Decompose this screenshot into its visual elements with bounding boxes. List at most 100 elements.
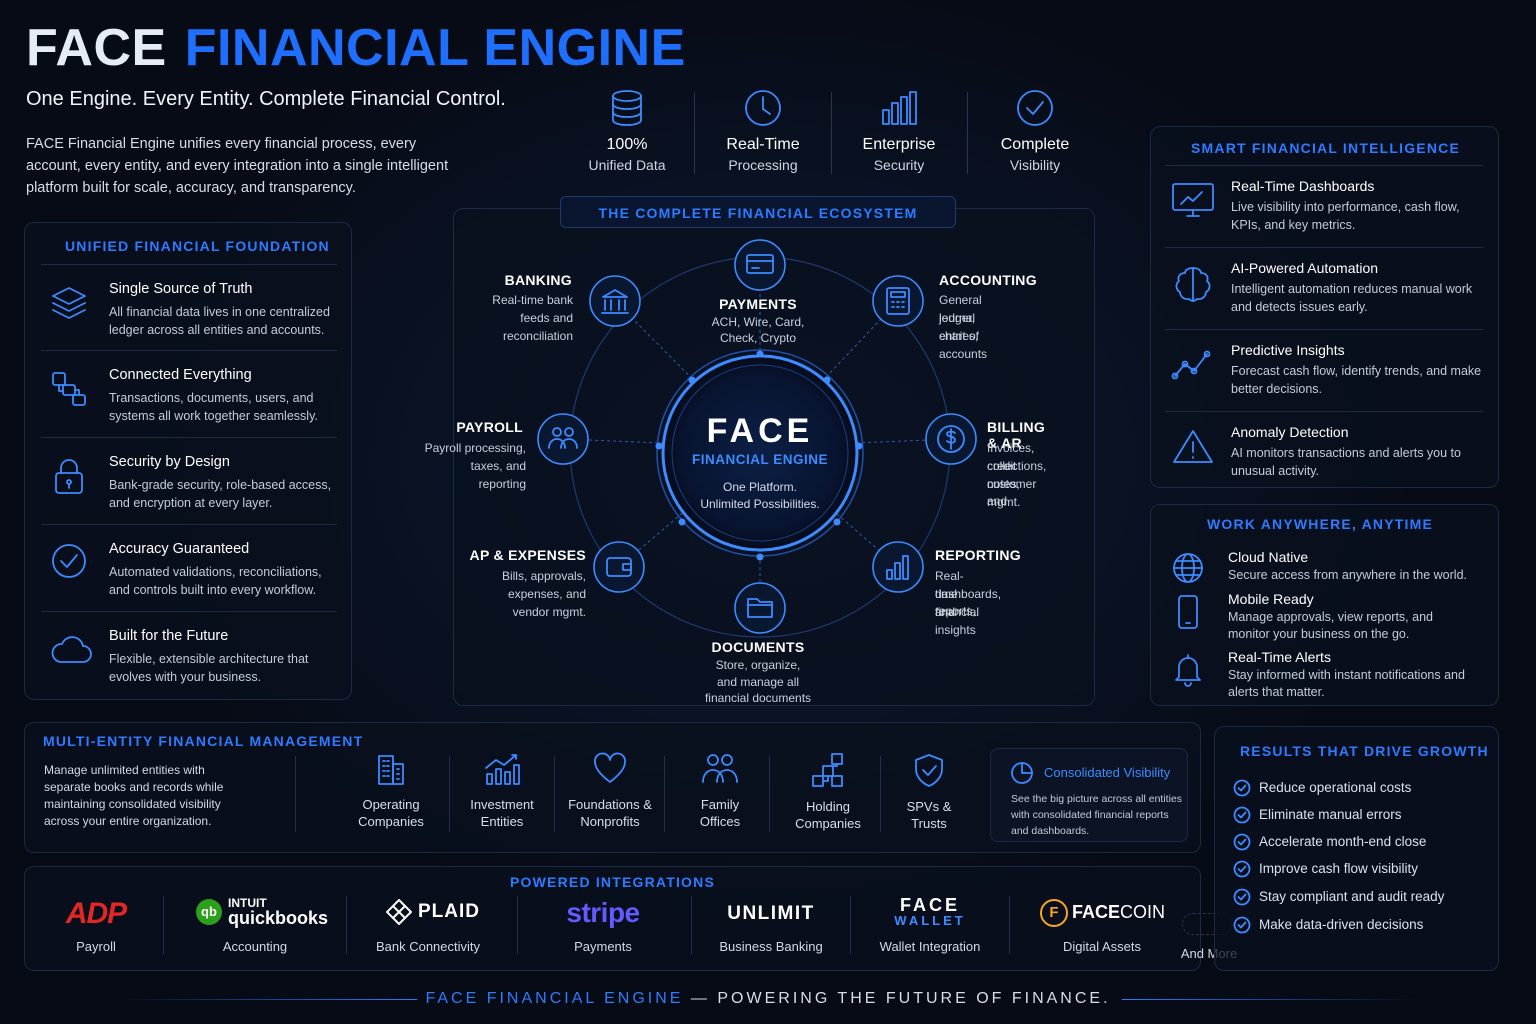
stat-label: Security bbox=[873, 157, 925, 173]
work-anywhere-panel: WORK ANYWHERE, ANYTIME Cloud Native Secu… bbox=[1150, 504, 1499, 706]
integration-label: Business Banking bbox=[719, 939, 823, 954]
foundation-item-title: Security by Design bbox=[109, 454, 230, 470]
node-desc-2: feeds and bbox=[520, 311, 573, 325]
node-desc-3: chart of accounts bbox=[939, 329, 988, 361]
node-desc-2: expenses, and bbox=[507, 587, 586, 601]
foundation-item: Connected Everything Transactions, docum… bbox=[41, 350, 337, 437]
consolidated-title: Consolidated Visibility bbox=[1044, 765, 1171, 780]
trend-icon bbox=[1171, 350, 1211, 380]
divider bbox=[850, 896, 851, 954]
smart-item-title: Anomaly Detection bbox=[1231, 424, 1349, 440]
result-text: Stay compliant and audit ready bbox=[1259, 889, 1445, 904]
foundation-item-desc: Transactions, documents, users, and syst… bbox=[109, 391, 318, 423]
multi-title: MULTI-ENTITY FINANCIAL MANAGEMENT bbox=[43, 733, 364, 749]
integration-label: Accounting bbox=[222, 939, 288, 954]
results-panel: RESULTS THAT DRIVE GROWTH Reduce operati… bbox=[1214, 726, 1499, 971]
bar-chart-icon bbox=[882, 91, 917, 125]
node-label: ACCOUNTING bbox=[939, 272, 1037, 288]
title-part2: FINANCIAL ENGINE bbox=[184, 19, 686, 77]
unlimit-logo: UNLIMIT bbox=[727, 903, 815, 924]
core-logo: FACE bbox=[706, 412, 814, 450]
bell-icon bbox=[1175, 654, 1201, 687]
multi-desc: Manage unlimited entities with separate … bbox=[44, 763, 224, 828]
check-circle-icon bbox=[1017, 90, 1053, 126]
smart-item: Anomaly Detection AI monitors transactio… bbox=[1165, 411, 1483, 494]
integration-face-wallet[interactable]: FACE WALLET Wallet Integration bbox=[870, 896, 990, 954]
phone-icon bbox=[1178, 595, 1198, 629]
tagline: One Engine. Every Entity. Complete Finan… bbox=[26, 88, 506, 110]
entity-holding-companies: Holding Companies bbox=[773, 752, 883, 832]
node-desc-3: reporting bbox=[478, 477, 526, 491]
foundation-item: Single Source of Truth All financial dat… bbox=[41, 264, 337, 351]
node-desc-2: and manage all bbox=[716, 675, 800, 689]
divider bbox=[554, 756, 555, 832]
entity-label-1: SPVs & bbox=[906, 799, 952, 814]
node-desc-2: Check, Crypto bbox=[719, 331, 797, 345]
ecosystem-title-text: THE COMPLETE FINANCIAL ECOSYSTEM bbox=[598, 205, 918, 221]
divider bbox=[694, 92, 695, 174]
entity-label-1: Investment bbox=[470, 797, 534, 812]
divider bbox=[880, 756, 881, 832]
foundation-item-title: Connected Everything bbox=[109, 367, 252, 383]
heart-icon bbox=[594, 752, 626, 783]
smart-item-desc: AI monitors transactions and alerts you … bbox=[1231, 446, 1461, 478]
core-tagline-2: Unlimited Possibilities. bbox=[700, 497, 820, 511]
entity-label-2: Nonprofits bbox=[580, 814, 640, 829]
integration-quickbooks[interactable]: qb INTUIT quickbooks Accounting bbox=[190, 896, 328, 954]
entity-label-2: Offices bbox=[699, 814, 741, 829]
node-desc-1: Real-time reports, bbox=[935, 569, 976, 618]
foundation-panel: UNIFIED FINANCIAL FOUNDATION Single Sour… bbox=[24, 222, 352, 700]
stat-value: Real-Time bbox=[726, 136, 800, 153]
foundation-item: Built for the Future Flexible, extensibl… bbox=[41, 611, 337, 698]
entity-label-2: Companies bbox=[795, 816, 861, 831]
node-desc-1: General ledger, bbox=[939, 293, 982, 325]
foundation-item: Security by Design Bank-grade security, … bbox=[41, 437, 337, 524]
brain-icon bbox=[1175, 267, 1211, 302]
check-circle-icon bbox=[52, 544, 86, 578]
facecoin-icon: F bbox=[1040, 899, 1068, 927]
foundation-title: UNIFIED FINANCIAL FOUNDATION bbox=[65, 238, 330, 254]
bank-icon bbox=[601, 289, 629, 314]
quickbooks-text: quickbooks bbox=[228, 908, 329, 928]
node-desc-2: credit notes, and bbox=[987, 459, 1020, 508]
facecoin-logo-a: FACE bbox=[1072, 902, 1121, 922]
node-label: BANKING bbox=[504, 272, 572, 288]
entity-spvs-trusts: SPVs & Trusts bbox=[874, 752, 984, 832]
node-desc-1: Payroll processing, bbox=[424, 441, 526, 455]
smart-intelligence-panel: SMART FINANCIAL INTELLIGENCE Real-Time D… bbox=[1150, 126, 1499, 488]
stat-unified-data: 100% Unified Data bbox=[562, 88, 692, 173]
integration-unlimit[interactable]: UNLIMIT Business Banking bbox=[712, 897, 830, 954]
foundation-item-desc: Bank-grade security, role-based access, … bbox=[109, 478, 332, 510]
smart-item-title: AI-Powered Automation bbox=[1231, 260, 1379, 276]
facecoin-logo: FACECOIN bbox=[1072, 902, 1165, 923]
entity-label-2: Companies bbox=[358, 814, 424, 829]
anywhere-item-desc: Secure access from anywhere in the world… bbox=[1228, 568, 1467, 582]
smart-item: Predictive Insights Forecast cash flow, … bbox=[1165, 329, 1483, 412]
entity-label-1: Operating bbox=[362, 797, 420, 812]
integration-plaid[interactable]: PLAID Bank Connectivity bbox=[366, 897, 490, 954]
warning-icon bbox=[1173, 430, 1213, 463]
card-icon bbox=[746, 254, 774, 274]
footer-line-left bbox=[122, 999, 417, 1000]
anywhere-item-title: Cloud Native bbox=[1228, 549, 1309, 565]
stat-value: Complete bbox=[1000, 136, 1070, 153]
integration-facecoin[interactable]: F FACECOIN Digital Assets bbox=[1036, 897, 1168, 954]
bar-chart-icon bbox=[886, 555, 909, 580]
entity-family-offices: Family Offices bbox=[665, 752, 775, 830]
database-icon bbox=[612, 90, 642, 126]
growth-chart-icon bbox=[485, 754, 520, 785]
stat-value: 100% bbox=[606, 136, 648, 153]
integration-stripe[interactable]: stripe Payments bbox=[548, 897, 658, 954]
node-desc-3: reconciliation bbox=[502, 329, 573, 343]
smart-item: AI-Powered Automation Intelligent automa… bbox=[1165, 247, 1483, 330]
cloud-icon bbox=[51, 636, 92, 663]
smart-item-desc: Forecast cash flow, identify trends, and… bbox=[1231, 364, 1482, 396]
divider bbox=[769, 756, 770, 832]
divider bbox=[449, 756, 450, 832]
folder-icon bbox=[747, 598, 773, 618]
foundation-item: Accuracy Guaranteed Automated validation… bbox=[41, 524, 337, 611]
result-text: Improve cash flow visibility bbox=[1259, 861, 1419, 876]
entity-label-2: Trusts bbox=[911, 816, 947, 831]
integration-adp[interactable]: ADP Payroll bbox=[46, 897, 146, 954]
